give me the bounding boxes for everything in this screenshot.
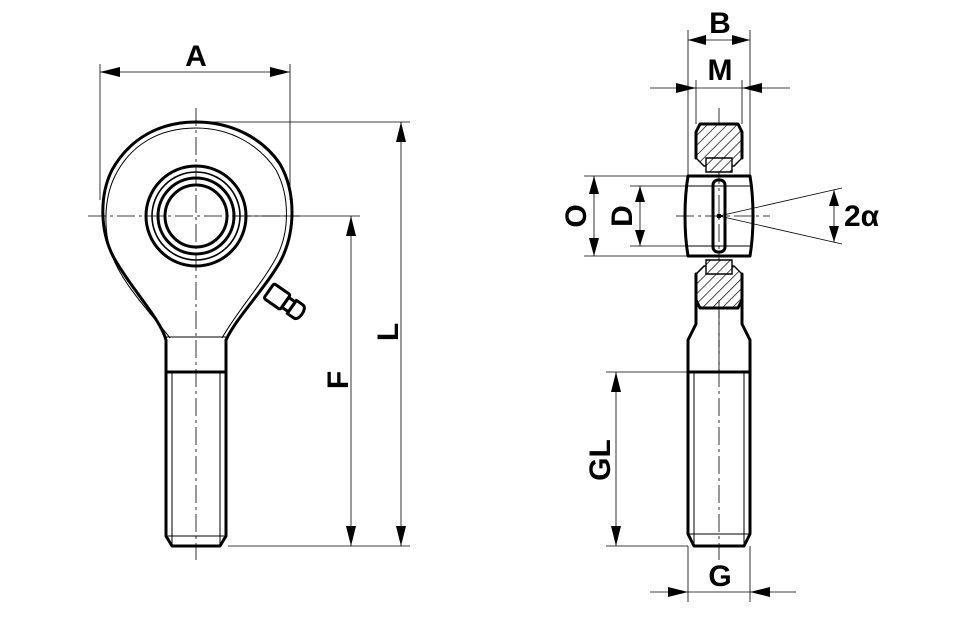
dim-f-arrow-top xyxy=(346,216,356,236)
grease-nipple xyxy=(263,282,306,321)
dim-angle-arrow-bottom xyxy=(829,226,839,242)
dim-gl-arrow-bottom xyxy=(611,526,621,546)
housing-inner-line xyxy=(105,127,287,339)
bore xyxy=(163,183,229,249)
side-view: B M O D 2α GL xyxy=(560,7,880,602)
ball-insert xyxy=(683,174,755,258)
neck-side-outline xyxy=(686,298,752,374)
dim-gl-arrow-top xyxy=(611,372,621,392)
dim-o-arrow-bottom xyxy=(589,238,599,256)
dim-f-label: F xyxy=(322,371,355,389)
dim-d-label: D xyxy=(606,205,639,227)
dim-g-label: G xyxy=(708,560,731,593)
dim-o-arrow-top xyxy=(589,176,599,194)
race-section-bottom xyxy=(705,259,733,275)
dim-d-arrow-top xyxy=(635,186,645,202)
dim-o-label: O xyxy=(560,204,593,227)
dim-m-arrow-left xyxy=(676,83,696,93)
dim-l-arrow-bottom xyxy=(396,526,406,546)
dim-b-arrow-left xyxy=(688,35,706,45)
dim-g-arrow-left xyxy=(668,587,688,597)
dim-m-arrow-right xyxy=(742,83,762,93)
dim-gl-label: GL xyxy=(584,439,617,481)
dim-m-label: M xyxy=(708,54,733,87)
dim-l-label: L xyxy=(372,323,405,341)
dim-a-arrow-left xyxy=(100,67,120,77)
dim-angle-line-upper xyxy=(718,187,843,217)
dim-l-arrow-top xyxy=(396,122,406,142)
nipple-base xyxy=(263,282,292,311)
dim-a-label: A xyxy=(185,40,207,73)
dim-angle-label: 2α xyxy=(844,200,880,233)
dim-angle-arrow-top xyxy=(829,190,839,206)
housing-outline xyxy=(101,120,294,374)
front-view: A F L xyxy=(88,40,410,560)
dim-g-arrow-right xyxy=(750,587,770,597)
dim-f-arrow-bottom xyxy=(346,526,356,546)
dim-b-arrow-right xyxy=(732,35,750,45)
nipple-head xyxy=(285,298,306,321)
dim-b-label: B xyxy=(709,7,731,40)
dim-d-arrow-bottom xyxy=(635,230,645,246)
race-section-top xyxy=(705,157,733,173)
dim-angle-line-lower xyxy=(718,215,843,245)
lube-channel xyxy=(711,178,727,254)
dim-a-arrow-right xyxy=(270,67,290,77)
